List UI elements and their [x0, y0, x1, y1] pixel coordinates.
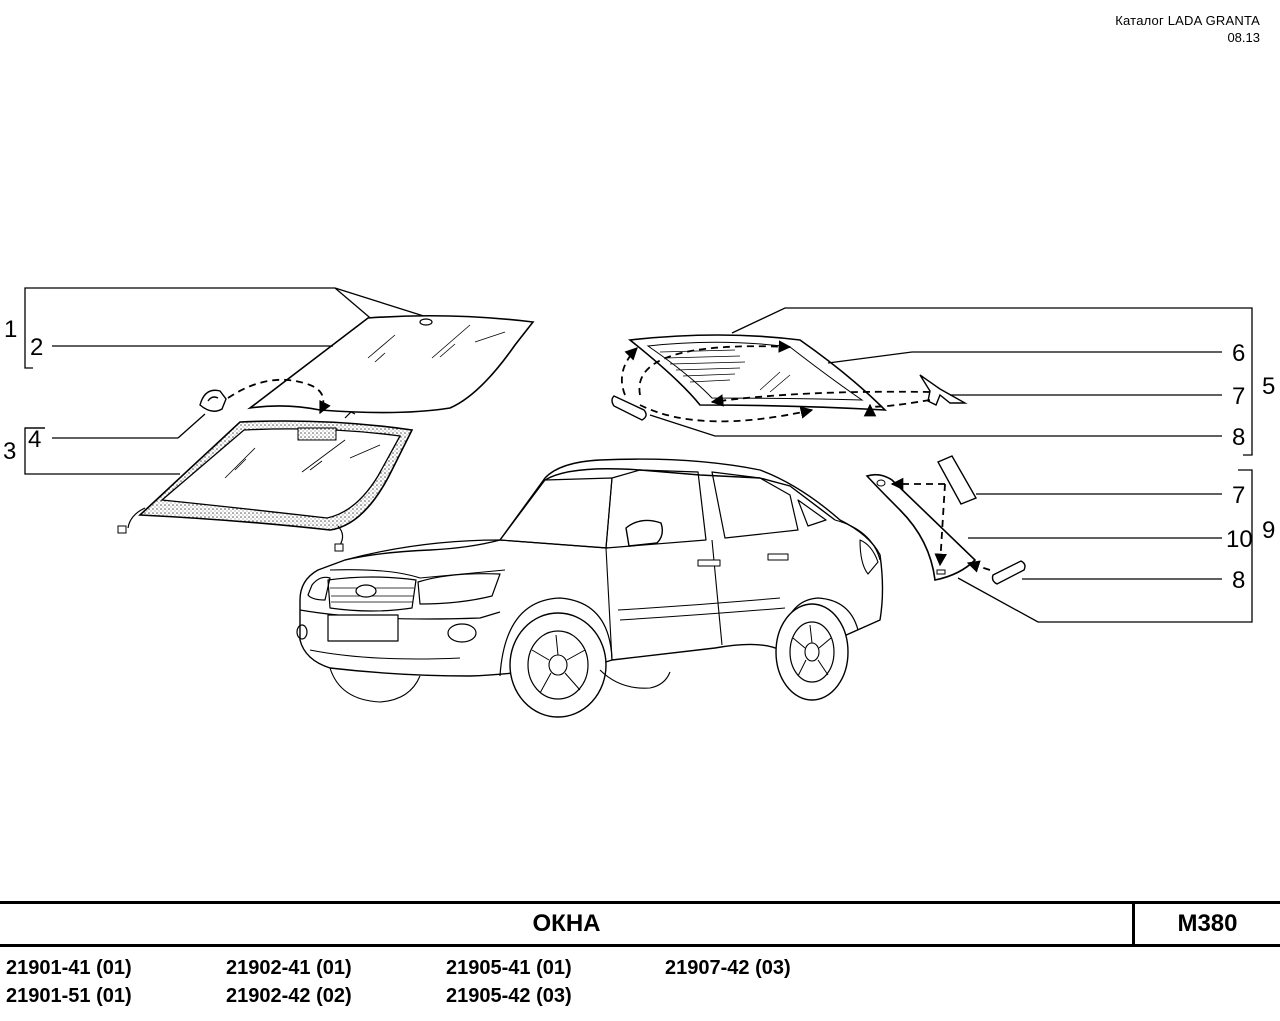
- rear-leaders: [649, 351, 1222, 437]
- footer-divider: [1132, 901, 1135, 947]
- callout-6: 6: [1232, 340, 1245, 367]
- bracket-5: [731, 307, 1253, 456]
- windshield-glass-lower: [117, 411, 414, 552]
- quarter-seal-strip: [937, 455, 978, 505]
- callout-10: 10: [1226, 526, 1253, 553]
- model-code: 21907-42 (03): [665, 957, 791, 979]
- callout-7b: 7: [1232, 482, 1245, 509]
- callout-3: 3: [3, 438, 16, 465]
- model-code: 21902-41 (01): [226, 957, 352, 979]
- callout-labels: 1 2 3 4 5 6 7 8 7 10 8 9: [3, 316, 1275, 594]
- car-illustration: [296, 458, 884, 718]
- catalog-title: Каталог LADA GRANTA: [1115, 13, 1260, 28]
- quarter-clip: [991, 560, 1026, 585]
- rear-clip-left: [611, 395, 647, 421]
- section-title: ОКНА: [532, 910, 601, 937]
- windshield-glass-upper: [247, 314, 535, 414]
- catalog-date: 08.13: [1227, 30, 1260, 45]
- rear-window-glass: [627, 334, 888, 411]
- arrow-clip-to-glass: [227, 378, 331, 415]
- callout-1: 1: [4, 316, 17, 343]
- section-code: M380: [1177, 910, 1238, 937]
- model-code: 21901-41 (01): [6, 957, 132, 979]
- footer-bottom-rule: [0, 944, 1280, 947]
- sensor-clip-part: [199, 389, 227, 412]
- model-code: 21902-42 (02): [226, 985, 352, 1007]
- bracket-1: [24, 287, 431, 369]
- quarter-leaders: [968, 493, 1222, 580]
- callout-5: 5: [1262, 373, 1275, 400]
- callout-2: 2: [30, 334, 43, 361]
- windows-diagram: 1 2 3 4 5 6 7 8 7 10 8 9: [3, 287, 1275, 718]
- quarter-glass: [865, 473, 977, 581]
- model-code: 21901-51 (01): [6, 985, 132, 1007]
- rear-clip-right: [919, 374, 968, 406]
- quarter-arrows: [890, 477, 991, 573]
- callout-8a: 8: [1232, 424, 1245, 451]
- bracket-3: [24, 427, 180, 475]
- callout-8b: 8: [1232, 567, 1245, 594]
- callout-7a: 7: [1232, 383, 1245, 410]
- bracket-9: [957, 469, 1253, 623]
- footer-top-rule: [0, 901, 1280, 904]
- model-code: 21905-42 (03): [446, 985, 572, 1007]
- callout-9: 9: [1262, 517, 1275, 544]
- callout-4: 4: [28, 426, 41, 453]
- catalog-header: Каталог LADA GRANTA 08.13: [1115, 12, 1260, 46]
- model-code: 21905-41 (01): [446, 957, 572, 979]
- rear-arrows: [621, 340, 931, 423]
